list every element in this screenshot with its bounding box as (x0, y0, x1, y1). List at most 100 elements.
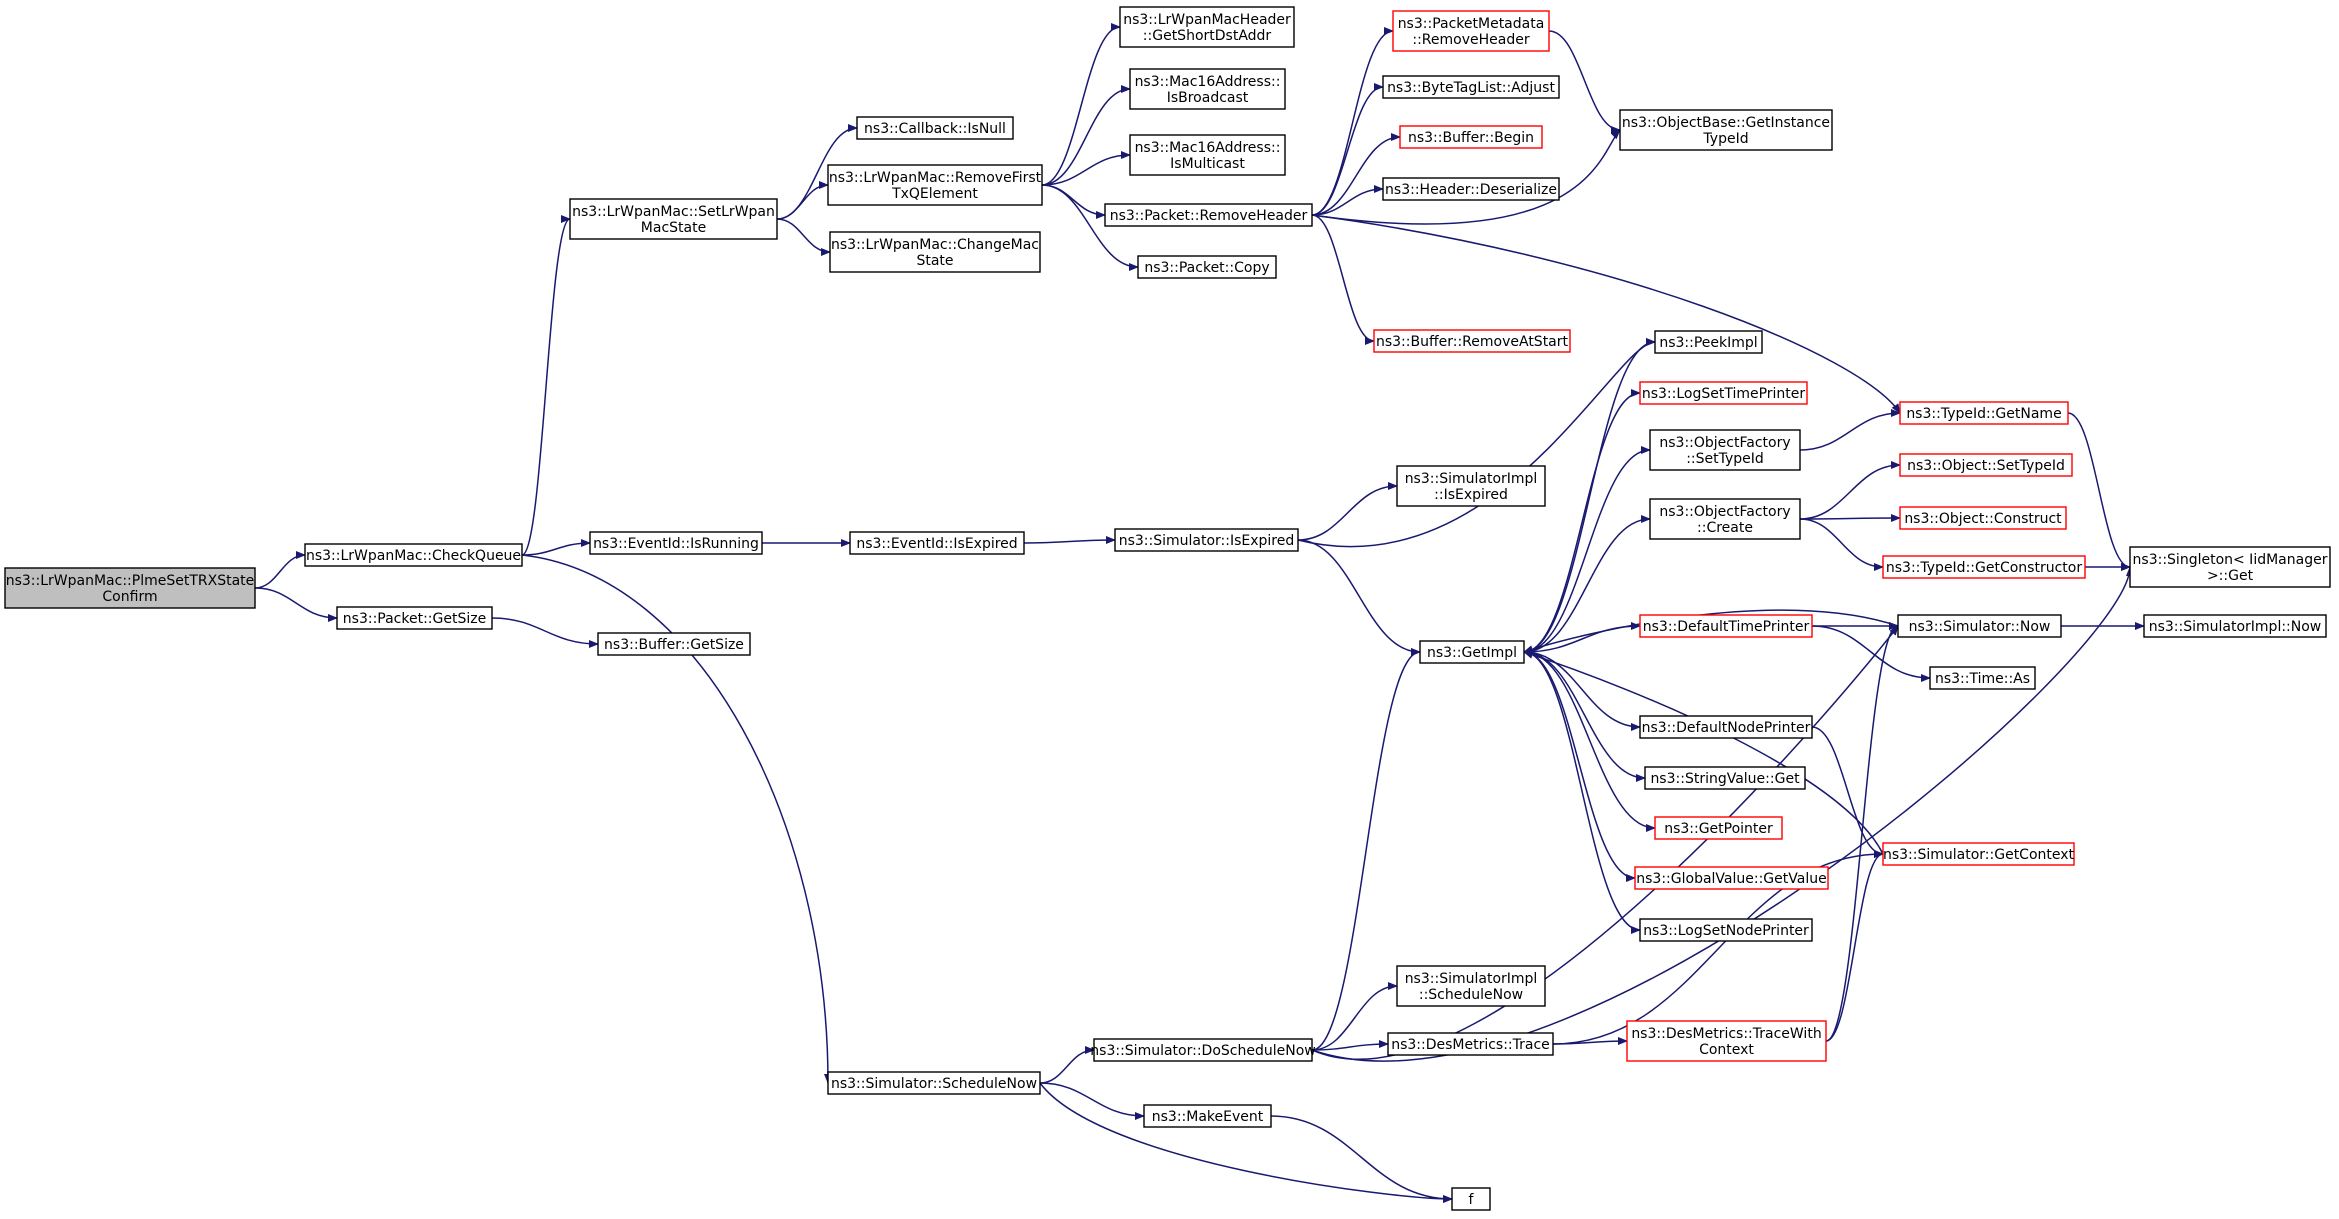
node-label-line: ns3::Simulator::Now (1909, 619, 2051, 635)
node-box (1899, 453, 2073, 477)
node-stringvalue-get[interactable]: ns3::StringValue::Get (1644, 766, 1806, 790)
node-simimpl-isexpired[interactable]: ns3::SimulatorImpl::IsExpired (1396, 465, 1546, 507)
node-box (1654, 816, 1783, 840)
node-sim-isexpired[interactable]: ns3::Simulator::IsExpired (1114, 528, 1299, 552)
edge-path (1311, 129, 1621, 225)
edge-path (254, 587, 338, 622)
node-buf-begin[interactable]: ns3::Buffer::Begin (1399, 125, 1543, 149)
node-makeevent[interactable]: ns3::MakeEvent (1143, 1104, 1272, 1128)
edge-sim-doschedulenow-to-getimpl (1311, 648, 1421, 1051)
node-simimpl-schedulenow[interactable]: ns3::SimulatorImpl::ScheduleNow (1396, 965, 1546, 1007)
node-getshortdst[interactable]: ns3::LrWpanMacHeader::GetShortDstAddr (1119, 6, 1295, 48)
node-sim-schedulenow[interactable]: ns3::Simulator::ScheduleNow (827, 1071, 1041, 1095)
node-label-line: ns3::LrWpanMac::ChangeMac (831, 237, 1039, 253)
node-buf-removeatstart[interactable]: ns3::Buffer::RemoveAtStart (1373, 329, 1571, 353)
node-typeid-getname[interactable]: ns3::TypeId::GetName (1899, 401, 2069, 425)
edge-sim-doschedulenow-to-desmetrics-trace (1311, 1040, 1389, 1051)
node-logsetnodeprinter[interactable]: ns3::LogSetNodePrinter (1639, 918, 1813, 942)
node-desmetrics-trace[interactable]: ns3::DesMetrics::Trace (1387, 1032, 1554, 1056)
edge-of-settypeid-to-typeid-getname (1799, 409, 1901, 451)
node-getpointer[interactable]: ns3::GetPointer (1654, 816, 1783, 840)
node-btl-adjust[interactable]: ns3::ByteTagList::Adjust (1382, 75, 1560, 99)
edge-typeid-getname-to-singleton-get (2067, 412, 2131, 571)
node-defaulttimeprinter[interactable]: ns3::DefaultTimePrinter (1639, 614, 1813, 638)
node-label-line: ns3::Simulator::GetContext (1883, 847, 2075, 863)
node-box (1129, 68, 1286, 110)
edge-path (1523, 515, 1651, 653)
node-label-line: Context (1699, 1042, 1754, 1058)
node-peekimpl[interactable]: ns3::PeekImpl (1654, 330, 1763, 354)
edge-sim-isexpired-to-getimpl (1297, 539, 1421, 656)
edge-path (1041, 151, 1131, 186)
edge-path (1311, 27, 1394, 216)
node-box (1382, 75, 1560, 99)
node-singleton-get[interactable]: ns3::Singleton< IidManager >::Get (2129, 546, 2331, 588)
node-of-settypeid[interactable]: ns3::ObjectFactory::SetTypeId (1649, 429, 1801, 471)
node-hdr-deser[interactable]: ns3::Header::Deserialize (1382, 177, 1560, 201)
node-pm-removeheader[interactable]: ns3::PacketMetadata::RemoveHeader (1392, 10, 1550, 52)
node-obj-construct[interactable]: ns3::Object::Construct (1899, 506, 2067, 530)
node-obj-settypeid[interactable]: ns3::Object::SetTypeId (1899, 453, 2073, 477)
edge-removeheader-to-typeid-getname (1311, 214, 1901, 414)
node-buf-getsize[interactable]: ns3::Buffer::GetSize (597, 632, 751, 656)
node-cb-isnull[interactable]: ns3::Callback::IsNull (856, 116, 1014, 140)
edge-removeheader-to-btl-adjust (1311, 83, 1384, 216)
node-gv-getvalue[interactable]: ns3::GlobalValue::GetValue (1634, 866, 1829, 890)
node-box (829, 231, 1041, 273)
edge-path (1552, 1037, 1628, 1046)
node-label-line: ns3::Mac16Address:: (1135, 74, 1281, 90)
node-pkt-getsize[interactable]: ns3::Packet::GetSize (336, 606, 493, 630)
node-label-line: ns3::Callback::IsNull (864, 121, 1006, 137)
node-simimpl-now[interactable]: ns3::SimulatorImpl::Now (2143, 614, 2327, 638)
edge-sim-doschedulenow-to-simimpl-schedulenow (1311, 982, 1398, 1051)
node-checkqueue[interactable]: ns3::LrWpanMac::CheckQueue (304, 543, 523, 567)
node-logsettimeprinter[interactable]: ns3::LogSetTimePrinter (1639, 381, 1808, 405)
node-typeid-getctor[interactable]: ns3::TypeId::GetConstructor (1882, 555, 2086, 579)
node-box (1387, 1032, 1554, 1056)
edge-sim-isexpired-to-peekimpl (1297, 338, 1656, 548)
edge-path (1023, 536, 1116, 545)
edge-sim-isexpired-to-simimpl-isexpired (1297, 482, 1398, 541)
node-ismulticast[interactable]: ns3::Mac16Address::IsMulticast (1129, 134, 1286, 176)
node-f[interactable]: f (1451, 1187, 1491, 1211)
edge-getimpl-to-logsetnodeprinter (1523, 651, 1641, 934)
node-sim-doschedulenow[interactable]: ns3::Simulator::DoScheduleNow (1090, 1038, 1316, 1062)
node-box (1396, 965, 1546, 1007)
node-label-line: ::GetShortDstAddr (1143, 28, 1272, 44)
node-label-line: ns3::MakeEvent (1152, 1109, 1264, 1125)
node-getimpl[interactable]: ns3::GetImpl (1419, 640, 1525, 664)
node-ev-isexpired[interactable]: ns3::EventId::IsExpired (849, 531, 1025, 555)
node-pkt-copy[interactable]: ns3::Packet::Copy (1137, 255, 1277, 279)
node-ev-isrunning[interactable]: ns3::EventId::IsRunning (589, 531, 763, 555)
node-label-line: ns3::Object::Construct (1904, 511, 2062, 527)
node-label-line: State (916, 253, 953, 269)
edge-path (1811, 625, 1931, 682)
edge-removeheader-to-buf-begin (1311, 133, 1401, 216)
edge-setlrwpan-to-changemac (776, 218, 831, 256)
node-removeheader[interactable]: ns3::Packet::RemoveHeader (1104, 203, 1313, 227)
node-box (1399, 125, 1543, 149)
node-box (1899, 506, 2067, 530)
node-label-line: ns3::LrWpanMac::PlmeSetTRXState (6, 573, 255, 589)
node-defaultnodeprinter[interactable]: ns3::DefaultNodePrinter (1639, 715, 1813, 739)
node-of-create[interactable]: ns3::ObjectFactory::Create (1649, 498, 1801, 540)
node-label-line: ns3::LrWpanMac::CheckQueue (306, 548, 521, 564)
node-label-line: ns3::Singleton< IidManager (2133, 552, 2328, 568)
node-sim-now[interactable]: ns3::Simulator::Now (1897, 614, 2062, 638)
node-label-line: ::ScheduleNow (1419, 987, 1523, 1003)
node-box (1451, 1187, 1491, 1211)
node-box (1114, 528, 1299, 552)
node-box (1634, 866, 1829, 890)
node-sim-getcontext[interactable]: ns3::Simulator::GetContext (1882, 842, 2075, 866)
node-box (1129, 134, 1286, 176)
node-isbroadcast[interactable]: ns3::Mac16Address::IsBroadcast (1129, 68, 1286, 110)
node-time-as[interactable]: ns3::Time::As (1929, 666, 2036, 690)
node-label-line: ns3::SimulatorImpl::Now (2149, 619, 2322, 635)
